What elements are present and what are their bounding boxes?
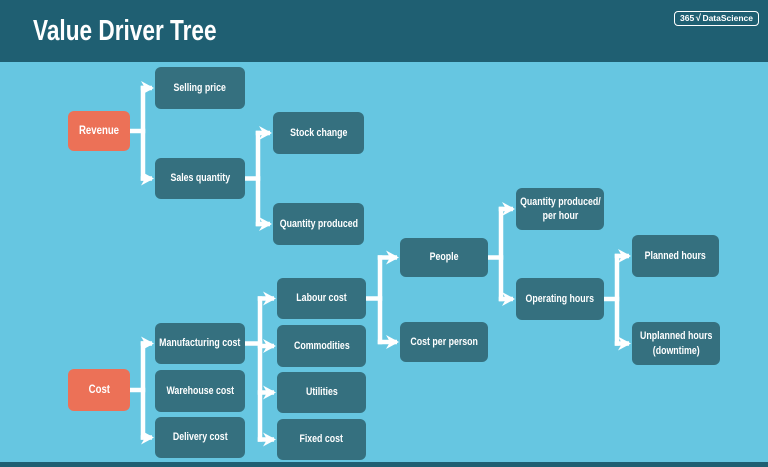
node-operating-hours: Operating hours	[516, 278, 604, 320]
node-sales-quantity: Sales quantity	[155, 158, 245, 199]
node-cost-per-person: Cost per person	[400, 322, 488, 362]
logo-365-text: 365	[680, 13, 695, 24]
node-label: Planned hours	[644, 249, 707, 262]
node-label: Delivery cost	[172, 431, 228, 444]
node-warehouse-cost: Warehouse cost	[155, 370, 245, 412]
node-label: Revenue	[78, 123, 120, 138]
node-label: Sales quantity	[170, 172, 230, 185]
node-revenue: Revenue	[68, 111, 130, 151]
node-planned-hours: Planned hours	[632, 235, 719, 277]
node-label: Commodities	[293, 339, 350, 352]
logo-check-icon: √	[695, 12, 701, 24]
node-cost: Cost	[68, 369, 130, 411]
node-labour-cost: Labour cost	[277, 278, 366, 319]
node-label: Labour cost	[296, 292, 347, 305]
node-selling-price: Selling price	[155, 67, 245, 109]
node-label: Warehouse cost	[166, 384, 234, 397]
node-label: Quantity produced	[279, 217, 358, 230]
node-people: People	[400, 238, 488, 277]
node-quantity-produced-per-hour: Quantity produced/per hour	[516, 188, 604, 230]
node-label: Stock change	[289, 126, 348, 139]
node-label: Manufacturing cost	[159, 337, 241, 350]
brand-logo: 365√DataScience	[674, 11, 759, 26]
node-label: Fixed cost	[299, 433, 344, 446]
node-utilities: Utilities	[277, 372, 366, 413]
node-label: Quantity produced/per hour	[519, 195, 601, 222]
node-manufacturing-cost: Manufacturing cost	[155, 323, 245, 364]
node-unplanned-hours: Unplanned hours(downtime)	[632, 322, 720, 365]
logo-datascience-text: DataScience	[702, 13, 753, 24]
node-quantity-produced: Quantity produced	[273, 203, 364, 245]
node-label: Unplanned hours(downtime)	[639, 330, 713, 357]
header-bar: Value Driver Tree 365√DataScience	[0, 0, 768, 62]
node-label: Cost	[88, 382, 110, 397]
node-label: People	[429, 251, 459, 264]
page-title: Value Driver Tree	[33, 14, 217, 47]
node-label: Operating hours	[525, 292, 595, 305]
node-commodities: Commodities	[277, 325, 366, 367]
node-stock-change: Stock change	[273, 112, 364, 154]
footer-strip	[0, 462, 768, 467]
node-fixed-cost: Fixed cost	[277, 419, 366, 460]
node-label: Cost per person	[410, 335, 478, 348]
node-delivery-cost: Delivery cost	[155, 417, 245, 458]
node-label: Utilities	[305, 386, 338, 399]
node-label: Selling price	[173, 81, 227, 94]
